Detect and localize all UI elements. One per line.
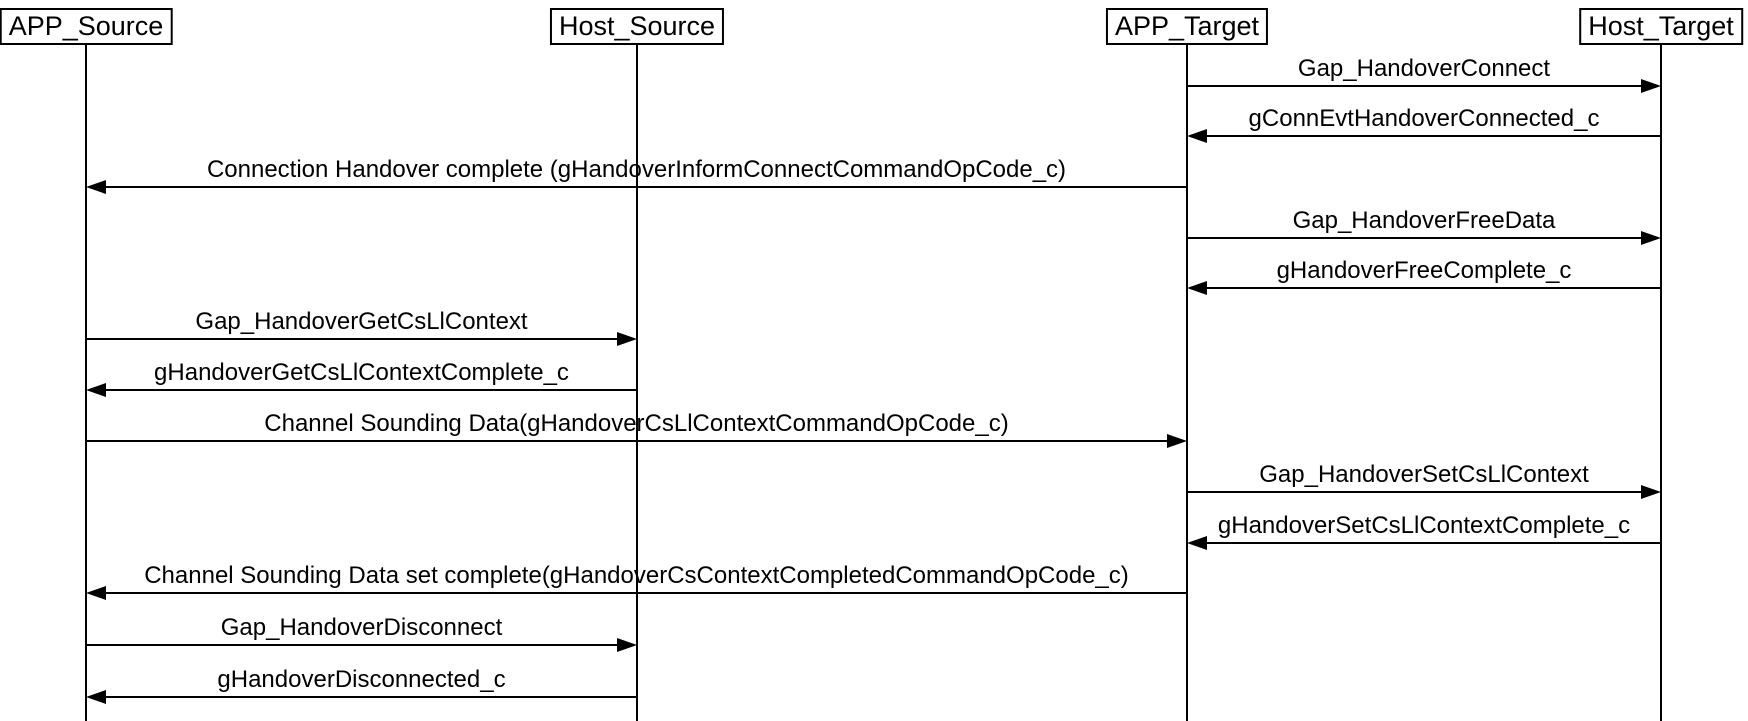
message-line [104,592,1187,594]
message-line [1205,135,1661,137]
message-label: Gap_HandoverConnect [1297,55,1551,82]
arrowhead-icon [1187,536,1207,550]
lifeline-host_source [636,26,638,721]
message-label: gHandoverDisconnected_c [217,666,506,693]
message-line [1205,542,1661,544]
lifeline-head-host_target: Host_Target [1579,8,1743,45]
message-line [104,696,637,698]
message-label: Gap_HandoverDisconnect [220,614,503,641]
message-line [1187,237,1643,239]
arrowhead-icon [617,332,637,346]
arrowhead-icon [1641,485,1661,499]
message-line [86,338,619,340]
message-label: Gap_HandoverSetCsLlContext [1259,461,1589,488]
arrowhead-icon [86,586,106,600]
message-label: Channel Sounding Data(gHandoverCsLlConte… [264,410,1009,437]
message-line [1205,287,1661,289]
lifeline-head-host_source: Host_Source [549,8,725,45]
lifeline-head-app_target: APP_Target [1105,8,1269,45]
lifeline-head-app_source: APP_Source [0,8,173,45]
lifeline-app_source [85,26,87,721]
message-label: gHandoverSetCsLlContextComplete_c [1217,512,1631,539]
message-line [104,389,637,391]
message-line [86,440,1169,442]
arrowhead-icon [1187,281,1207,295]
arrowhead-icon [1167,434,1187,448]
arrowhead-icon [86,383,106,397]
message-label: Gap_HandoverFreeData [1292,207,1556,234]
message-label: gHandoverGetCsLlContextComplete_c [154,359,569,386]
message-line [1187,85,1643,87]
arrowhead-icon [1641,231,1661,245]
lifeline-app_target [1186,26,1188,721]
lifeline-host_target [1660,26,1662,721]
message-label: Channel Sounding Data set complete(gHand… [144,562,1129,589]
arrowhead-icon [86,690,106,704]
message-label: Gap_HandoverGetCsLlContext [195,308,528,335]
arrowhead-icon [1641,79,1661,93]
message-line [86,644,619,646]
message-label: gConnEvtHandoverConnected_c [1248,105,1600,132]
message-label: gHandoverFreeComplete_c [1276,257,1572,284]
message-line [104,186,1187,188]
arrowhead-icon [617,638,637,652]
arrowhead-icon [86,180,106,194]
message-label: Connection Handover complete (gHandoverI… [206,156,1067,183]
arrowhead-icon [1187,129,1207,143]
message-line [1187,491,1643,493]
